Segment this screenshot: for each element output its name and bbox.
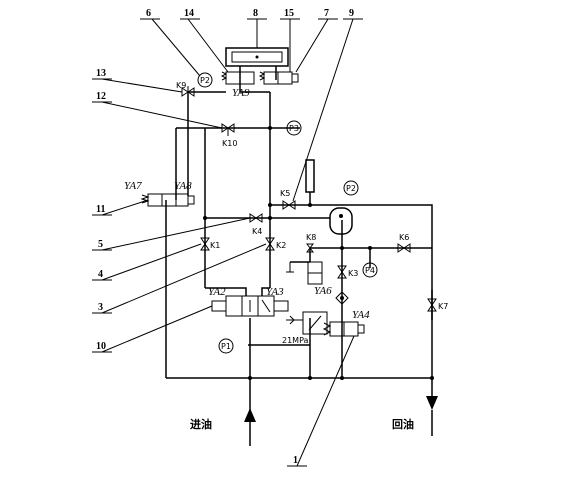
callout-5: 5 — [98, 239, 103, 250]
label-p2-right: P2 — [346, 184, 356, 193]
label-p4: P4 — [365, 266, 375, 275]
gauge-p2-top — [197, 72, 213, 88]
small-cylinder — [305, 159, 315, 205]
callout-13: 13 — [96, 68, 106, 79]
pipe-network — [165, 80, 433, 418]
callout-7: 7 — [324, 8, 329, 19]
accumulator — [329, 207, 353, 235]
oil-in-arrow — [244, 408, 256, 446]
valve-k5 — [282, 200, 296, 210]
label-oil-return: 回油 — [392, 417, 414, 431]
valve-k3 — [337, 265, 347, 279]
label-oil-in: 进油 — [190, 417, 212, 431]
label-k2: K2 — [276, 241, 286, 250]
oil-return-arrow — [426, 396, 438, 436]
valve-k6 — [397, 243, 411, 253]
label-k3: K3 — [348, 269, 358, 278]
label-k1: K1 — [210, 241, 220, 250]
label-k10: K10 — [222, 139, 237, 148]
valve-k2 — [265, 237, 275, 251]
callout-6: 6 — [146, 8, 151, 19]
valve-k4 — [249, 213, 263, 223]
label-relief-pressure: 21MPa — [282, 336, 309, 345]
label-ya4: YA4 — [352, 309, 370, 321]
label-k4: K4 — [252, 227, 262, 236]
valve-11 — [140, 193, 195, 207]
callout-12: 12 — [96, 91, 106, 102]
gauge-p2-right — [343, 180, 359, 196]
label-ya2: YA2 — [208, 286, 226, 298]
callout-8: 8 — [253, 8, 258, 19]
label-ya6: YA6 — [314, 285, 332, 297]
label-k5: K5 — [280, 189, 290, 198]
callout-3: 3 — [98, 302, 103, 313]
callout-4: 4 — [98, 269, 103, 280]
label-ya9: YA9 — [232, 87, 250, 99]
valve-ya4 — [322, 321, 365, 337]
valve-k10 — [221, 123, 235, 136]
gauge-p1 — [218, 338, 234, 354]
label-k9: K9 — [176, 81, 186, 90]
label-k8: K8 — [306, 233, 316, 242]
valve-k1 — [200, 237, 210, 251]
label-ya3: YA3 — [266, 286, 284, 298]
callout-15: 15 — [284, 8, 294, 19]
valve-k7 — [427, 298, 437, 312]
relief-valve — [286, 311, 328, 335]
callout-10: 10 — [96, 341, 106, 352]
valve-ya6 — [286, 261, 323, 285]
label-p3: P3 — [289, 124, 299, 133]
valve-10 — [211, 295, 289, 317]
callout-14: 14 — [184, 8, 194, 19]
valve-k9 — [181, 86, 195, 97]
label-ya8: YA8 — [174, 180, 192, 192]
top-cylinder — [225, 47, 289, 80]
callout-11: 11 — [96, 204, 105, 215]
label-p1: P1 — [221, 342, 231, 351]
label-ya7: YA7 — [124, 180, 142, 192]
gauge-p4 — [362, 262, 378, 278]
top-solenoid-valves — [220, 71, 299, 85]
junction-dots — [203, 126, 434, 380]
callout-9: 9 — [349, 8, 354, 19]
callout-1: 1 — [293, 455, 298, 466]
label-p2-top: P2 — [200, 76, 210, 85]
label-k6: K6 — [399, 233, 409, 242]
leader-lines — [92, 18, 363, 467]
gauge-p3 — [286, 120, 302, 136]
valve-k8 — [306, 243, 314, 253]
label-k7: K7 — [438, 302, 448, 311]
check-valve — [335, 291, 349, 305]
